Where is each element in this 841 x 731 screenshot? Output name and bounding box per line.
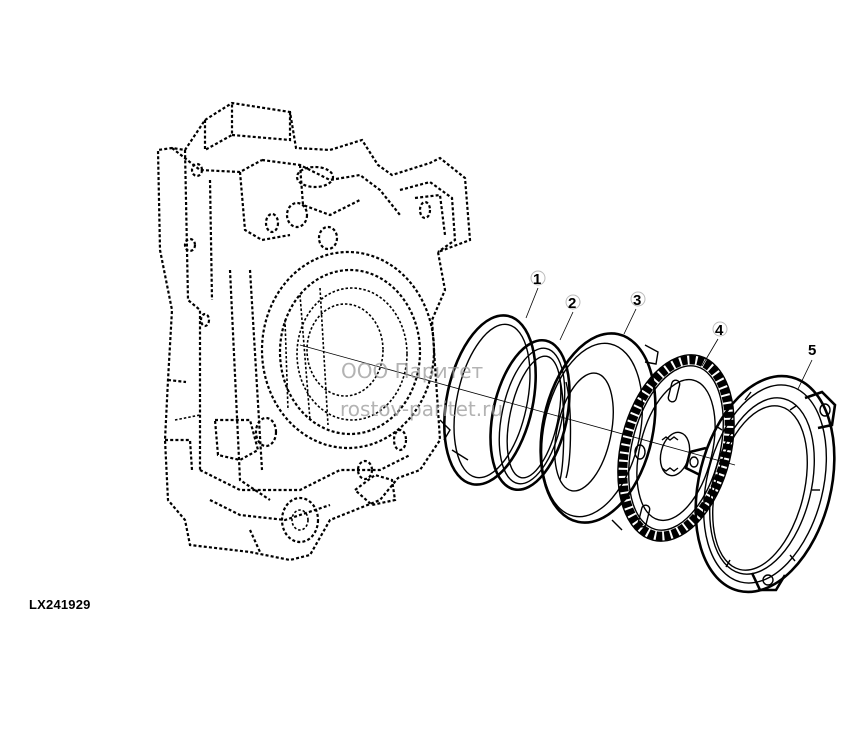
callout-5: 5	[797, 342, 816, 390]
part-1-snap-ring	[439, 314, 538, 486]
callout-2: 2	[559, 294, 581, 341]
part-2-seal-ring	[489, 338, 571, 492]
watermark-company: ООО Паритет	[341, 359, 484, 383]
callout-number: 3	[633, 292, 641, 309]
callout-1: 1	[525, 270, 546, 319]
callout-number: 4	[715, 322, 724, 339]
callout-number: 2	[568, 295, 576, 312]
callout-number: 1	[533, 271, 541, 288]
part-3-piston-plate	[539, 332, 659, 531]
callout-3: 3	[623, 291, 646, 335]
center-axis-line	[299, 344, 736, 466]
callout-number: 5	[808, 342, 816, 359]
part-5-cover-plate	[684, 374, 837, 594]
transmission-housing	[156, 101, 472, 562]
figure-code-label: LX241929	[29, 597, 91, 612]
callout-4: 4	[701, 321, 728, 367]
part-4-friction-disc	[617, 354, 735, 542]
watermark: ООО Паритет rostov-paritet.ru	[340, 359, 503, 421]
watermark-url: rostov-paritet.ru	[340, 397, 503, 421]
